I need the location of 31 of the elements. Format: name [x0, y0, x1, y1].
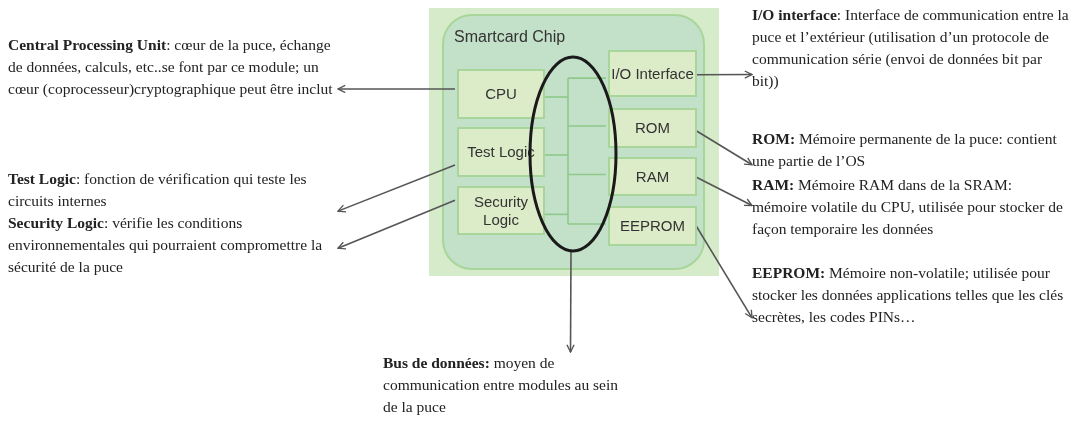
- bus-line: [567, 125, 607, 127]
- description-text: ROM: Mémoire permanente de la puce: contient une partie de l’OS: [752, 128, 1070, 172]
- arrow: [694, 129, 753, 166]
- description-text: Security Logic: vérifie les conditions environnementales qui pourraient compromettre la sécurité de la puce: [8, 212, 338, 278]
- description-text: I/O interface: Interface de communication entre la puce et l’extérieur (utilisation d’un protocole de communication série (envoi de données bit par bit)): [752, 4, 1070, 92]
- module-box: RAM: [608, 157, 697, 196]
- bus-line: [542, 213, 569, 216]
- bus-line: [567, 77, 607, 79]
- bus-line: [542, 154, 569, 156]
- arrow: [337, 164, 456, 213]
- module-box: CPU: [457, 69, 545, 119]
- chip-outline: [442, 14, 705, 270]
- description-text: Bus de données: moyen de communication entre modules au sein de la puce: [383, 352, 633, 418]
- description-text: EEPROM: Mémoire non-volatile; utilisée pour stocker les données applications telles que les clés secrètes, les codes PINs…: [752, 262, 1070, 328]
- bus-line: [567, 173, 607, 176]
- arrow: [566, 250, 575, 353]
- module-box: Security Logic: [457, 186, 545, 235]
- arrow: [694, 70, 753, 79]
- description-text: Test Logic: fonction de vérification qui teste les circuits internes: [8, 168, 338, 212]
- module-box: ROM: [608, 108, 697, 148]
- bus-line: [567, 77, 569, 225]
- bus-line: [542, 96, 569, 98]
- module-box: I/O Interface: [608, 50, 697, 97]
- bus-line: [567, 223, 607, 225]
- arrow: [337, 199, 456, 250]
- arrow: [694, 175, 753, 207]
- description-text: Central Processing Unit: cœur de la puce, échange de données, calculs, etc..se font par ce module; un cœur (coprocesseur)cryptographique peut être inclut: [8, 34, 338, 100]
- chip-title: Smartcard Chip: [454, 28, 566, 46]
- module-box: EEPROM: [608, 206, 697, 246]
- description-text: RAM: Mémoire RAM dans de la SRAM: mémoire volatile du CPU, utilisée pour stocker de façon temporaire les données: [752, 174, 1070, 240]
- arrow: [337, 84, 456, 94]
